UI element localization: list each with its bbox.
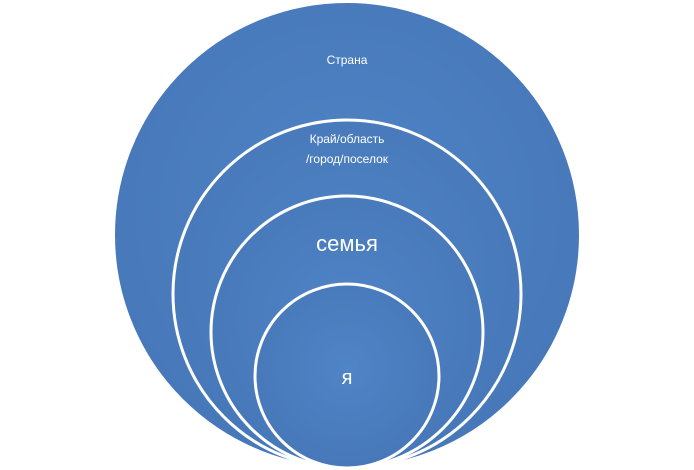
label-family: семья — [316, 231, 378, 256]
ring-self — [253, 282, 441, 470]
label-region-line2: /город/поселок — [306, 152, 389, 166]
label-self: я — [342, 367, 353, 389]
label-region-line1: Край/область — [310, 132, 385, 146]
label-country: Страна — [327, 53, 368, 67]
